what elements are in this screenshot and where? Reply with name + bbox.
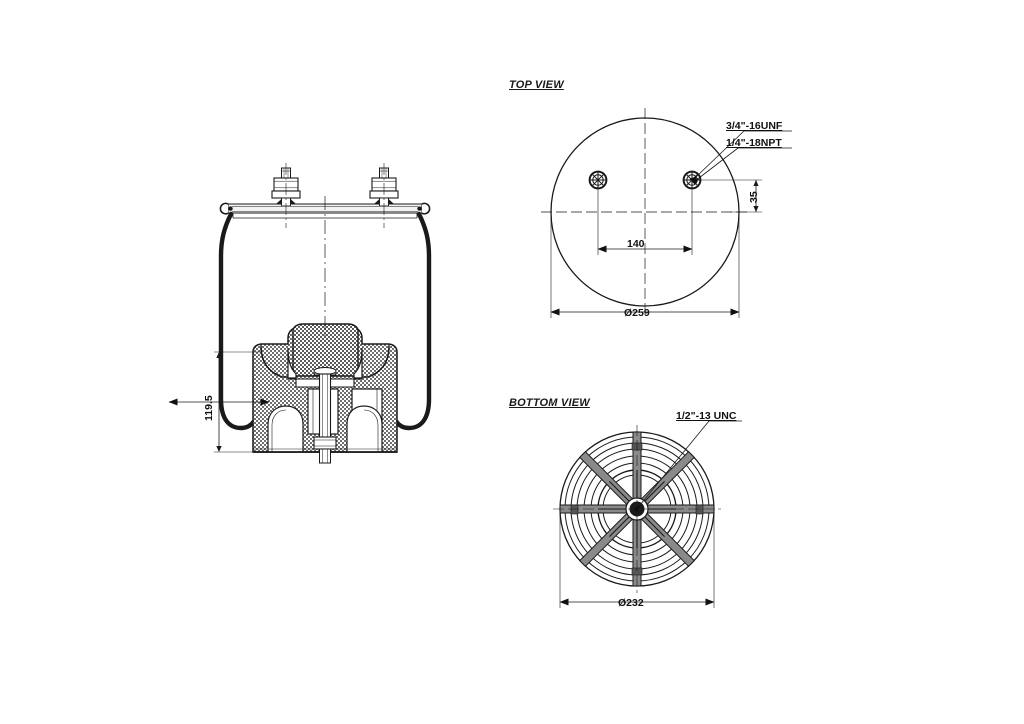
mounting-stud-right bbox=[369, 163, 399, 228]
callout-center-bolt-thread: 1/2"-13 UNC bbox=[676, 410, 737, 422]
top-view-stud-hole-left bbox=[588, 170, 608, 190]
dimension-height-1195 bbox=[168, 351, 270, 453]
dimension-outer-diameter-259 bbox=[550, 212, 740, 318]
top-view bbox=[541, 108, 792, 318]
bottom-view-callout-leader bbox=[632, 420, 742, 513]
dimension-text-35: 35 bbox=[748, 191, 760, 203]
top-view-air-port-hole-right bbox=[682, 170, 702, 190]
mounting-stud-left bbox=[271, 163, 301, 228]
top-view-title: TOP VIEW bbox=[509, 79, 564, 91]
callout-air-port-thread: 1/4"-18NPT bbox=[726, 137, 782, 149]
dimension-text-140: 140 bbox=[627, 238, 645, 250]
bottom-view bbox=[553, 420, 742, 608]
top-view-callout-leaders bbox=[689, 130, 792, 185]
dimension-piston-diameter-232 bbox=[559, 509, 715, 608]
bottom-view-piston-face bbox=[553, 425, 721, 593]
dimension-text-1195: 119.5 bbox=[203, 395, 215, 421]
dimension-text-259: Ø259 bbox=[624, 307, 650, 319]
dimension-text-232: Ø232 bbox=[618, 597, 644, 609]
bottom-view-title: BOTTOM VIEW bbox=[509, 397, 590, 409]
cross-section-view bbox=[168, 163, 432, 464]
center-mounting-bolt bbox=[313, 367, 337, 464]
dimension-hole-offset-35 bbox=[700, 179, 762, 213]
callout-stud-thread: 3/4"-16UNF bbox=[726, 120, 783, 132]
dimension-hole-spacing-140 bbox=[597, 188, 693, 255]
